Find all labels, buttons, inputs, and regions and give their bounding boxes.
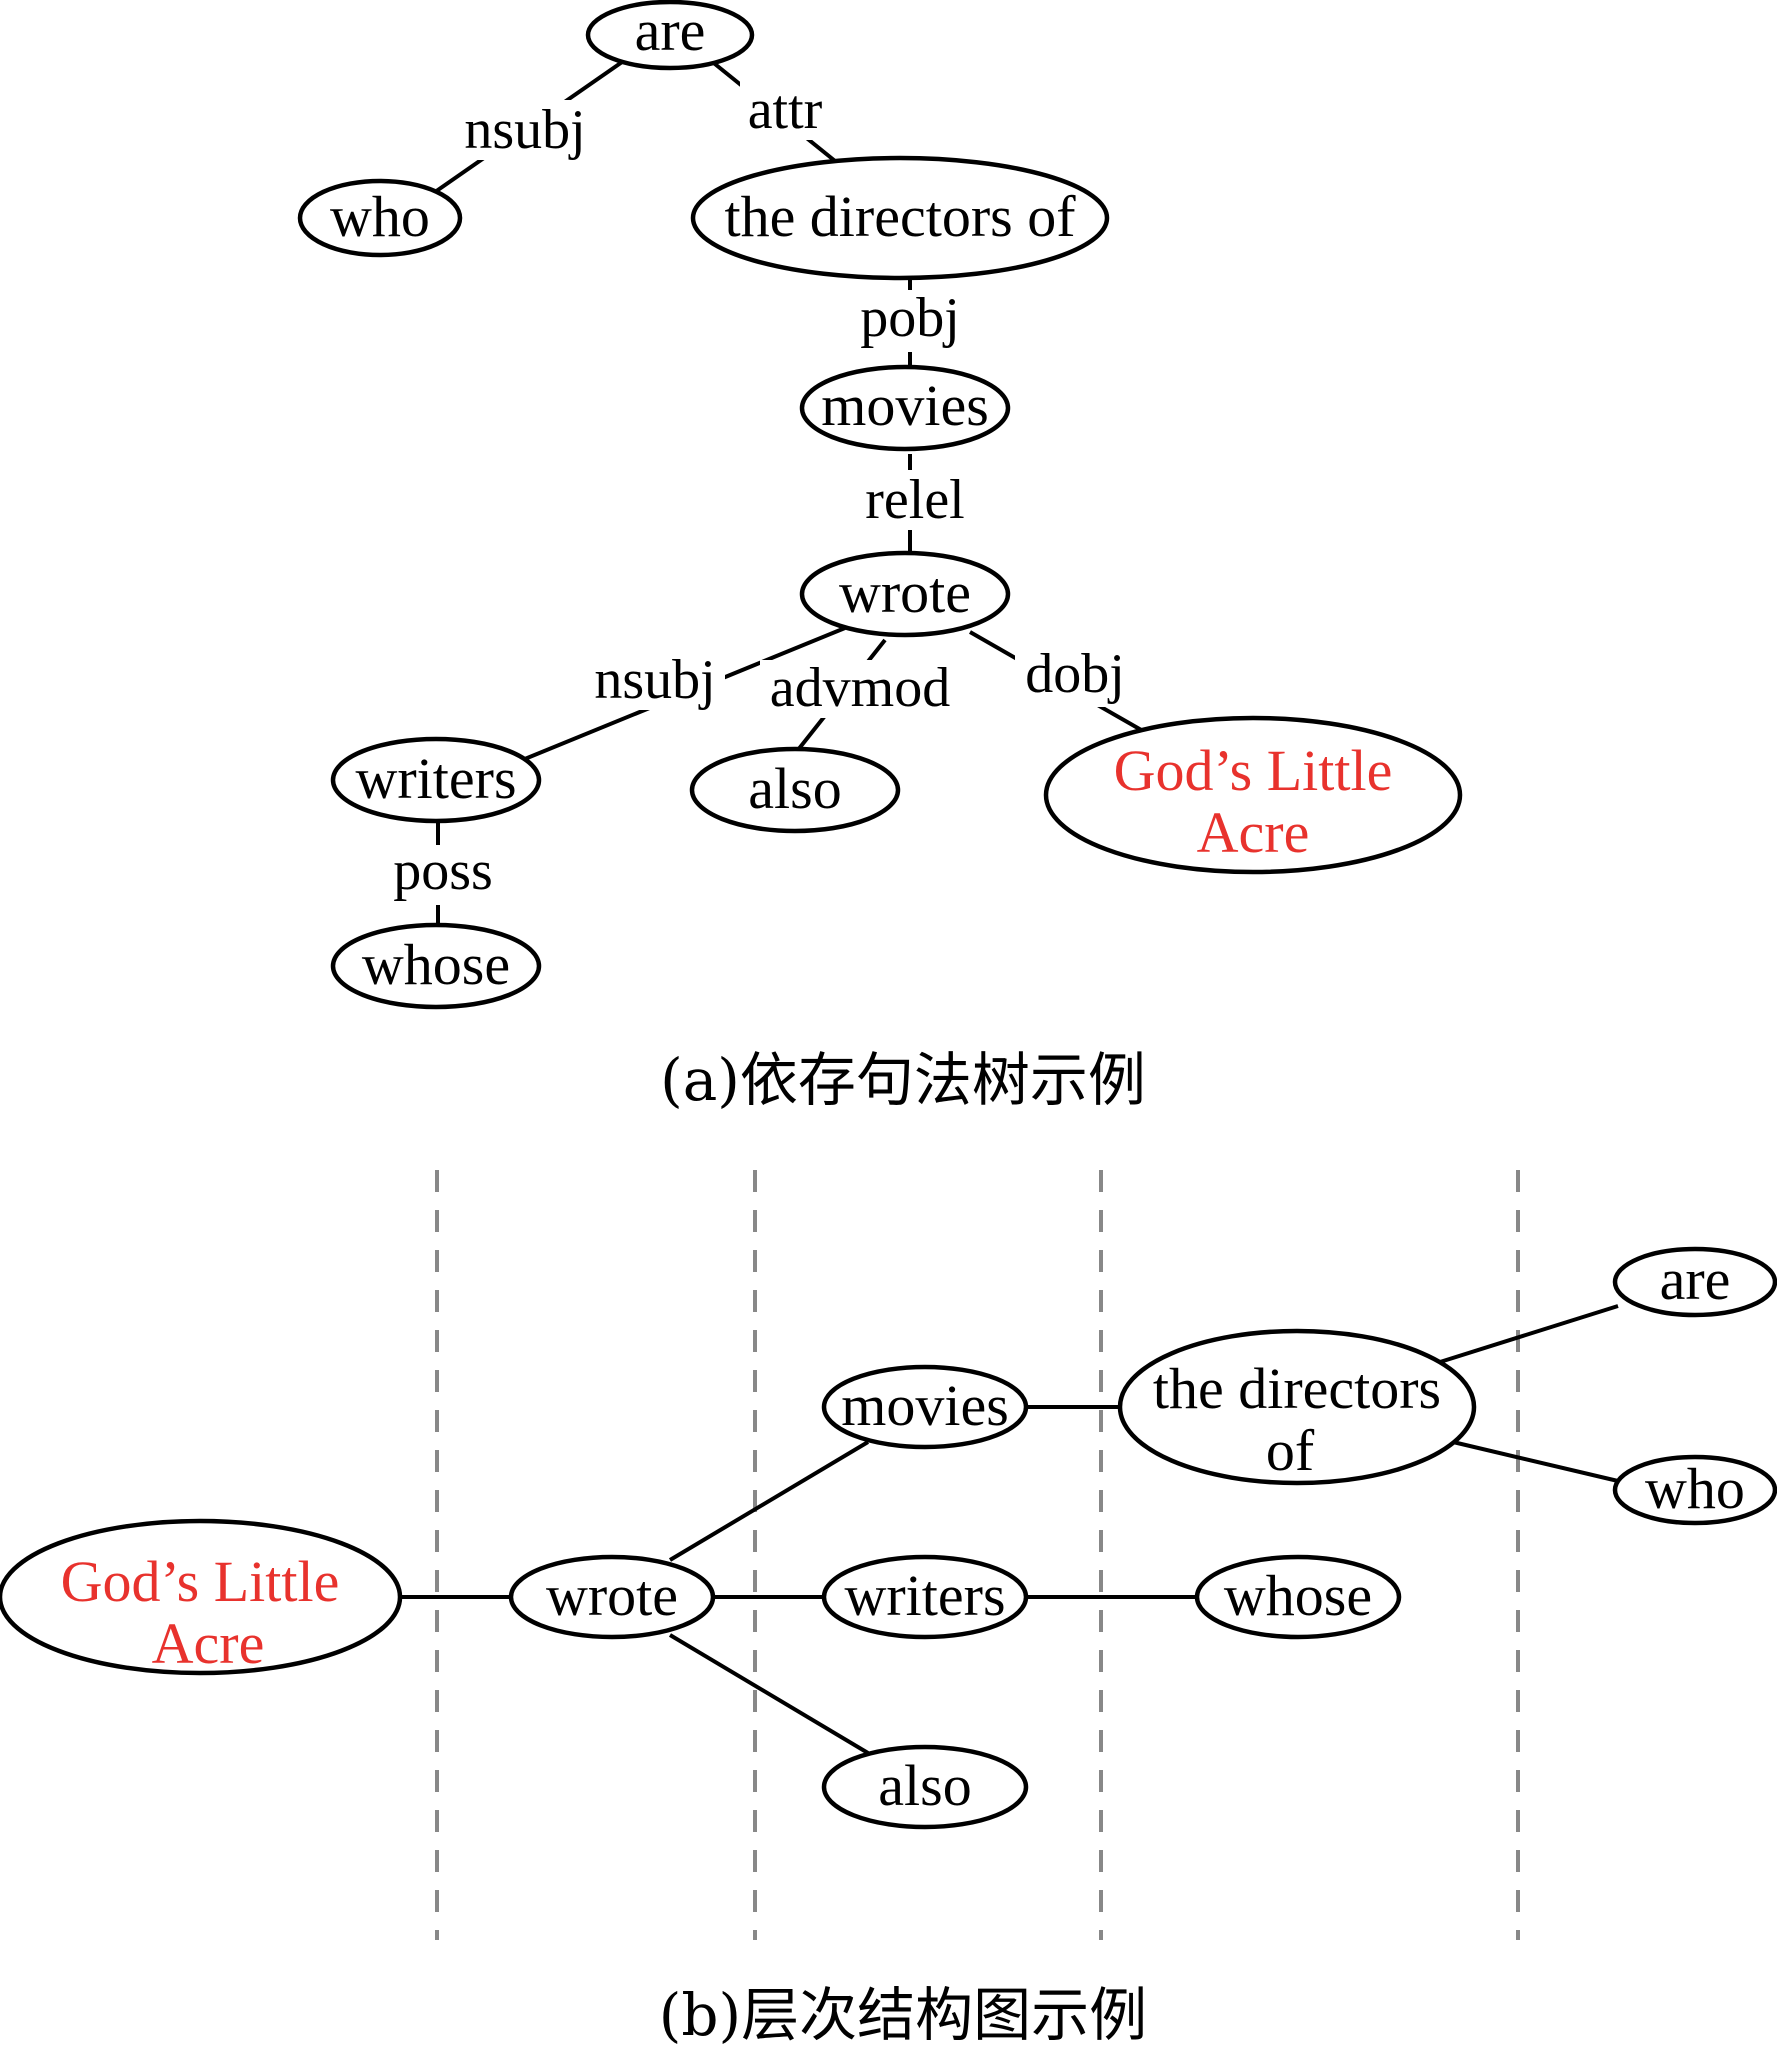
node-b-who: who	[1612, 1454, 1777, 1526]
edge-label-pobj: pobj	[860, 287, 960, 349]
edge-wrote-movies	[668, 1440, 870, 1562]
svg-text:God’s Little: God’s Little	[61, 1549, 340, 1614]
svg-text:who: who	[330, 184, 430, 249]
svg-text:the directors: the directors	[1153, 1356, 1441, 1421]
edge-directors-are	[1439, 1304, 1619, 1364]
edge-label-poss: poss	[393, 840, 493, 902]
edge-label-relel: relel	[865, 469, 964, 531]
svg-text:writers: writers	[355, 746, 516, 811]
svg-text:who: who	[1645, 1456, 1745, 1521]
svg-text:the directors of: the directors of	[724, 184, 1076, 249]
node-also: also	[689, 746, 901, 834]
node-b-movies: movies	[821, 1364, 1029, 1450]
svg-text:are: are	[635, 0, 706, 63]
caption-b: (b)层次结构图示例	[659, 1981, 1147, 2049]
node-b-wrote: wrote	[508, 1554, 716, 1640]
svg-text:wrote: wrote	[546, 1563, 678, 1628]
node-b-the-directors-of: the directors of	[1117, 1328, 1477, 1486]
node-b-gods-little-acre: God’s Little Acre	[0, 1518, 403, 1676]
svg-text:movies: movies	[821, 373, 989, 438]
edge-label-attr: attr	[748, 79, 823, 141]
node-b-writers: writers	[821, 1554, 1029, 1640]
svg-text:Acre: Acre	[152, 1611, 265, 1676]
edge-label-dobj: dobj	[1025, 643, 1125, 705]
svg-text:also: also	[878, 1753, 971, 1818]
edge-label-nsubj-2: nsubj	[594, 649, 715, 711]
svg-text:whose: whose	[1224, 1563, 1372, 1628]
svg-text:also: also	[748, 756, 841, 821]
node-b-also: also	[821, 1744, 1029, 1830]
node-who: who	[297, 178, 463, 258]
svg-text:movies: movies	[841, 1373, 1009, 1438]
node-writers: writers	[330, 736, 542, 824]
svg-text:whose: whose	[362, 932, 510, 997]
hierarchy-graph: God’s Little Acre wrote movies writers a…	[0, 1170, 1777, 1940]
node-whose: whose	[330, 922, 542, 1010]
edge-label-advmod: advmod	[770, 657, 950, 719]
node-movies: movies	[799, 364, 1011, 452]
node-b-whose: whose	[1194, 1554, 1402, 1640]
svg-text:Acre: Acre	[1197, 800, 1310, 865]
svg-text:wrote: wrote	[839, 560, 971, 625]
dependency-tree: nsubj attr pobj relel nsubj advmod dobj …	[297, 0, 1463, 1010]
node-are: are	[585, 0, 755, 71]
edge-label-nsubj: nsubj	[464, 99, 585, 161]
svg-text:are: are	[1660, 1247, 1731, 1312]
svg-text:writers: writers	[844, 1563, 1005, 1628]
svg-text:God’s Little: God’s Little	[1114, 738, 1393, 803]
node-the-directors-of: the directors of	[690, 155, 1110, 281]
caption-a: (a)依存句法树示例	[660, 1046, 1146, 1114]
node-gods-little-acre: God’s Little Acre	[1043, 715, 1463, 875]
edge-wrote-also	[668, 1633, 870, 1755]
svg-text:of: of	[1266, 1418, 1315, 1483]
edge-directors-who	[1452, 1440, 1619, 1483]
node-wrote: wrote	[799, 550, 1011, 638]
node-b-are: are	[1612, 1246, 1777, 1318]
